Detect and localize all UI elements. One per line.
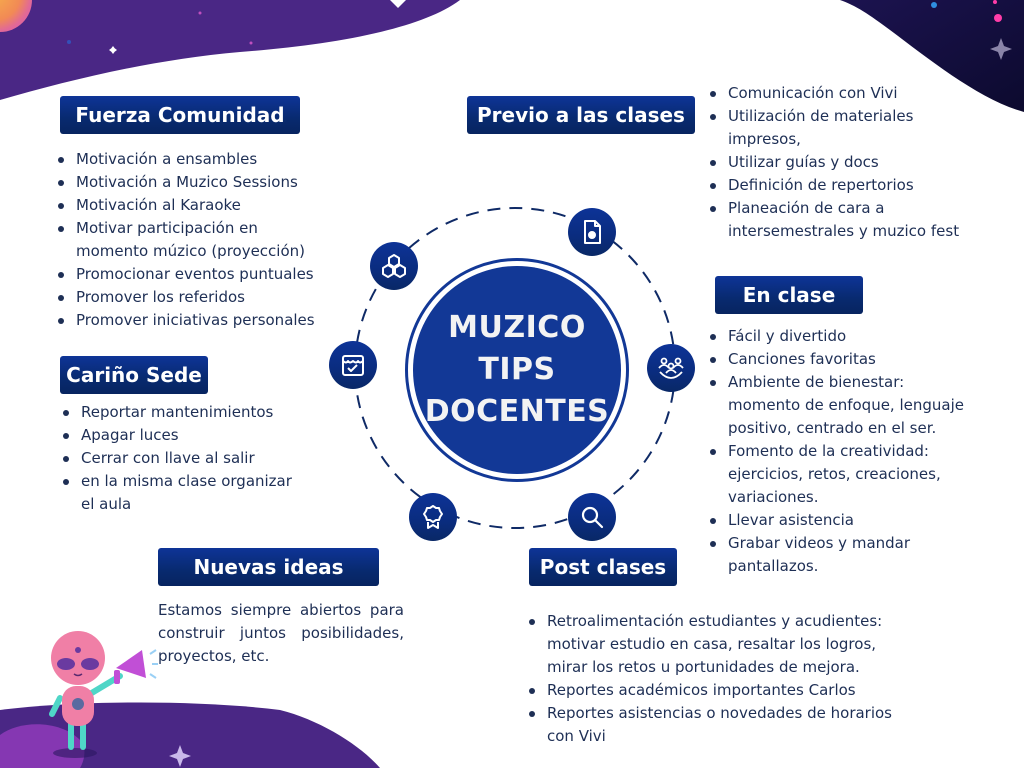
header-en-clase: En clase	[715, 276, 863, 314]
list-carino-sede: Reportar mantenimientos Apagar luces Cer…	[61, 401, 311, 516]
list-item: Apagar luces	[61, 424, 311, 447]
store-check-icon	[329, 341, 377, 389]
list-item: Promover los referidos	[56, 286, 346, 309]
list-fuerza-comunidad: Motivación a ensambles Motivación a Muzi…	[56, 148, 346, 332]
nuevas-ideas-text: Estamos siempre abiertos para construir …	[158, 601, 404, 665]
header-post-clases: Post clases	[529, 548, 677, 586]
center-title-line1: MUZICO	[448, 310, 586, 345]
list-item: Fácil y divertido	[708, 325, 983, 348]
list-item: Promover iniciativas personales	[56, 309, 346, 332]
list-item: Ambiente de bienestar: momento de enfoqu…	[708, 371, 980, 440]
center-title-line2: TIPS	[478, 352, 556, 387]
list-item: Cerrar con llave al salir	[61, 447, 311, 470]
list-item: Reportes asistencias o novedades de hora…	[527, 702, 912, 748]
list-item: Motivar participación en momento múzico …	[56, 217, 316, 263]
list-post-clases: Retroalimentación estudiantes y acudient…	[527, 610, 907, 748]
list-item: Reportar mantenimientos	[61, 401, 311, 424]
list-item: Promocionar eventos puntuales	[56, 263, 346, 286]
list-item: Retroalimentación estudiantes y acudient…	[527, 610, 892, 679]
list-item: Canciones favoritas	[708, 348, 983, 371]
header-carino-sede: Cariño Sede	[60, 356, 208, 394]
list-item: Planeación de cara a intersemestrales y …	[708, 197, 973, 243]
document-gear-icon	[568, 208, 616, 256]
list-item: Motivación a ensambles	[56, 148, 346, 171]
magnifier-icon	[568, 493, 616, 541]
list-item: Reportes académicos importantes Carlos	[527, 679, 907, 702]
list-item: Llevar asistencia	[708, 509, 983, 532]
header-nuevas-ideas: Nuevas ideas	[158, 548, 379, 586]
list-en-clase: Fácil y divertido Canciones favoritas Am…	[708, 325, 983, 578]
header-fuerza-comunidad: Fuerza Comunidad	[60, 96, 300, 134]
center-title-line3: DOCENTES	[424, 394, 610, 429]
cubes-icon	[370, 242, 418, 290]
list-item: Utilizar guías y docs	[708, 151, 978, 174]
award-badge-icon	[409, 493, 457, 541]
list-item: Fomento de la creatividad: ejercicios, r…	[708, 440, 953, 509]
list-item: en la misma clase organizar el aula	[61, 470, 301, 516]
list-item: Comunicación con Vivi	[708, 82, 978, 105]
list-item: Motivación al Karaoke	[56, 194, 346, 217]
center-title: MUZICO TIPS DOCENTES	[413, 266, 621, 474]
list-item: Grabar videos y mandar pantallazos.	[708, 532, 923, 578]
alien-mascot-illustration	[49, 631, 158, 758]
header-previo-clases: Previo a las clases	[467, 96, 695, 134]
group-people-icon	[647, 344, 695, 392]
list-item: Utilización de materiales impresos,	[708, 105, 928, 151]
list-previo-clases: Comunicación con Vivi Utilización de mat…	[708, 82, 978, 243]
list-item: Definición de repertorios	[708, 174, 978, 197]
list-item: Motivación a Muzico Sessions	[56, 171, 346, 194]
